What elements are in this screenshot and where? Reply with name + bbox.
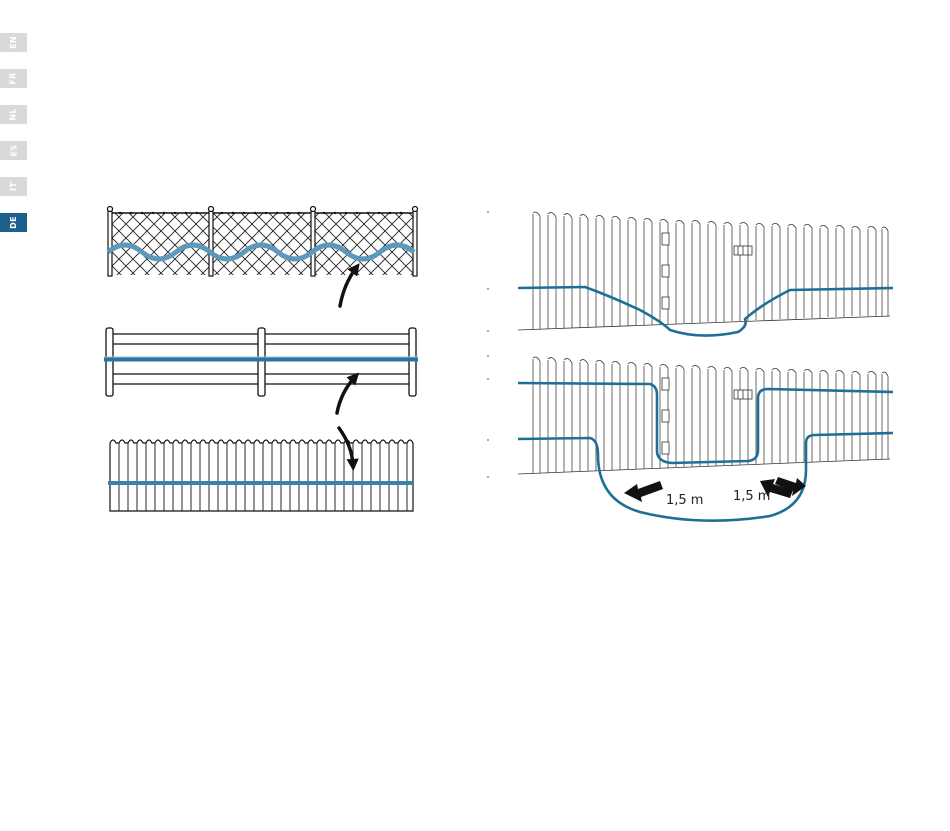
picket-fence <box>108 440 414 511</box>
boundary-wire <box>518 433 893 521</box>
rail-fence <box>104 328 418 396</box>
chain-link-fence <box>108 207 418 277</box>
curved-arrows <box>337 268 356 465</box>
gate-fence-bottom: 1,5 m 1,5 m <box>487 356 893 521</box>
gate-fence-top <box>487 212 893 336</box>
gate-distance-left-label: 1,5 m <box>666 493 703 508</box>
gate-hinge-icon <box>662 233 669 309</box>
gate-distance-right-label: 1,5 m <box>733 489 770 504</box>
double-arrow-icon <box>624 481 663 502</box>
gate-hinge-icon <box>662 378 669 454</box>
gate-latch-icon <box>734 246 752 255</box>
boundary-wire <box>518 383 893 463</box>
gate-latch-icon <box>734 390 752 399</box>
